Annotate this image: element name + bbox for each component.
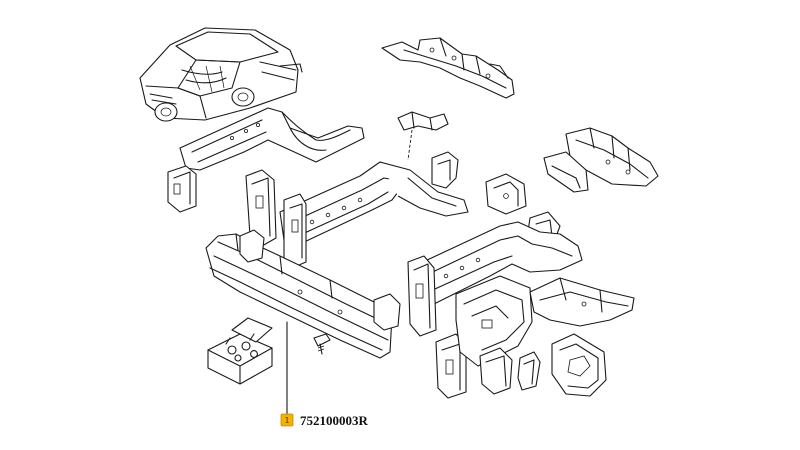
right-front-structure xyxy=(407,221,635,399)
front-bumper-crossbeam xyxy=(205,229,401,359)
part-callout[interactable]: 1 752100003R xyxy=(280,413,369,428)
top-center-rail xyxy=(381,37,515,99)
upper-cross-member xyxy=(245,161,469,269)
vehicle-thumbnail xyxy=(139,27,303,122)
callout-marker-number: 1 xyxy=(284,416,289,425)
part-number-label: 752100003R xyxy=(300,413,369,428)
callout-marker xyxy=(280,413,294,427)
hardware-kit-box xyxy=(207,317,273,385)
left-upper-wing-panel xyxy=(167,107,365,213)
fastener-bolt xyxy=(313,333,331,355)
upper-center-bracket xyxy=(397,111,449,161)
right-upper-panel xyxy=(543,127,659,193)
